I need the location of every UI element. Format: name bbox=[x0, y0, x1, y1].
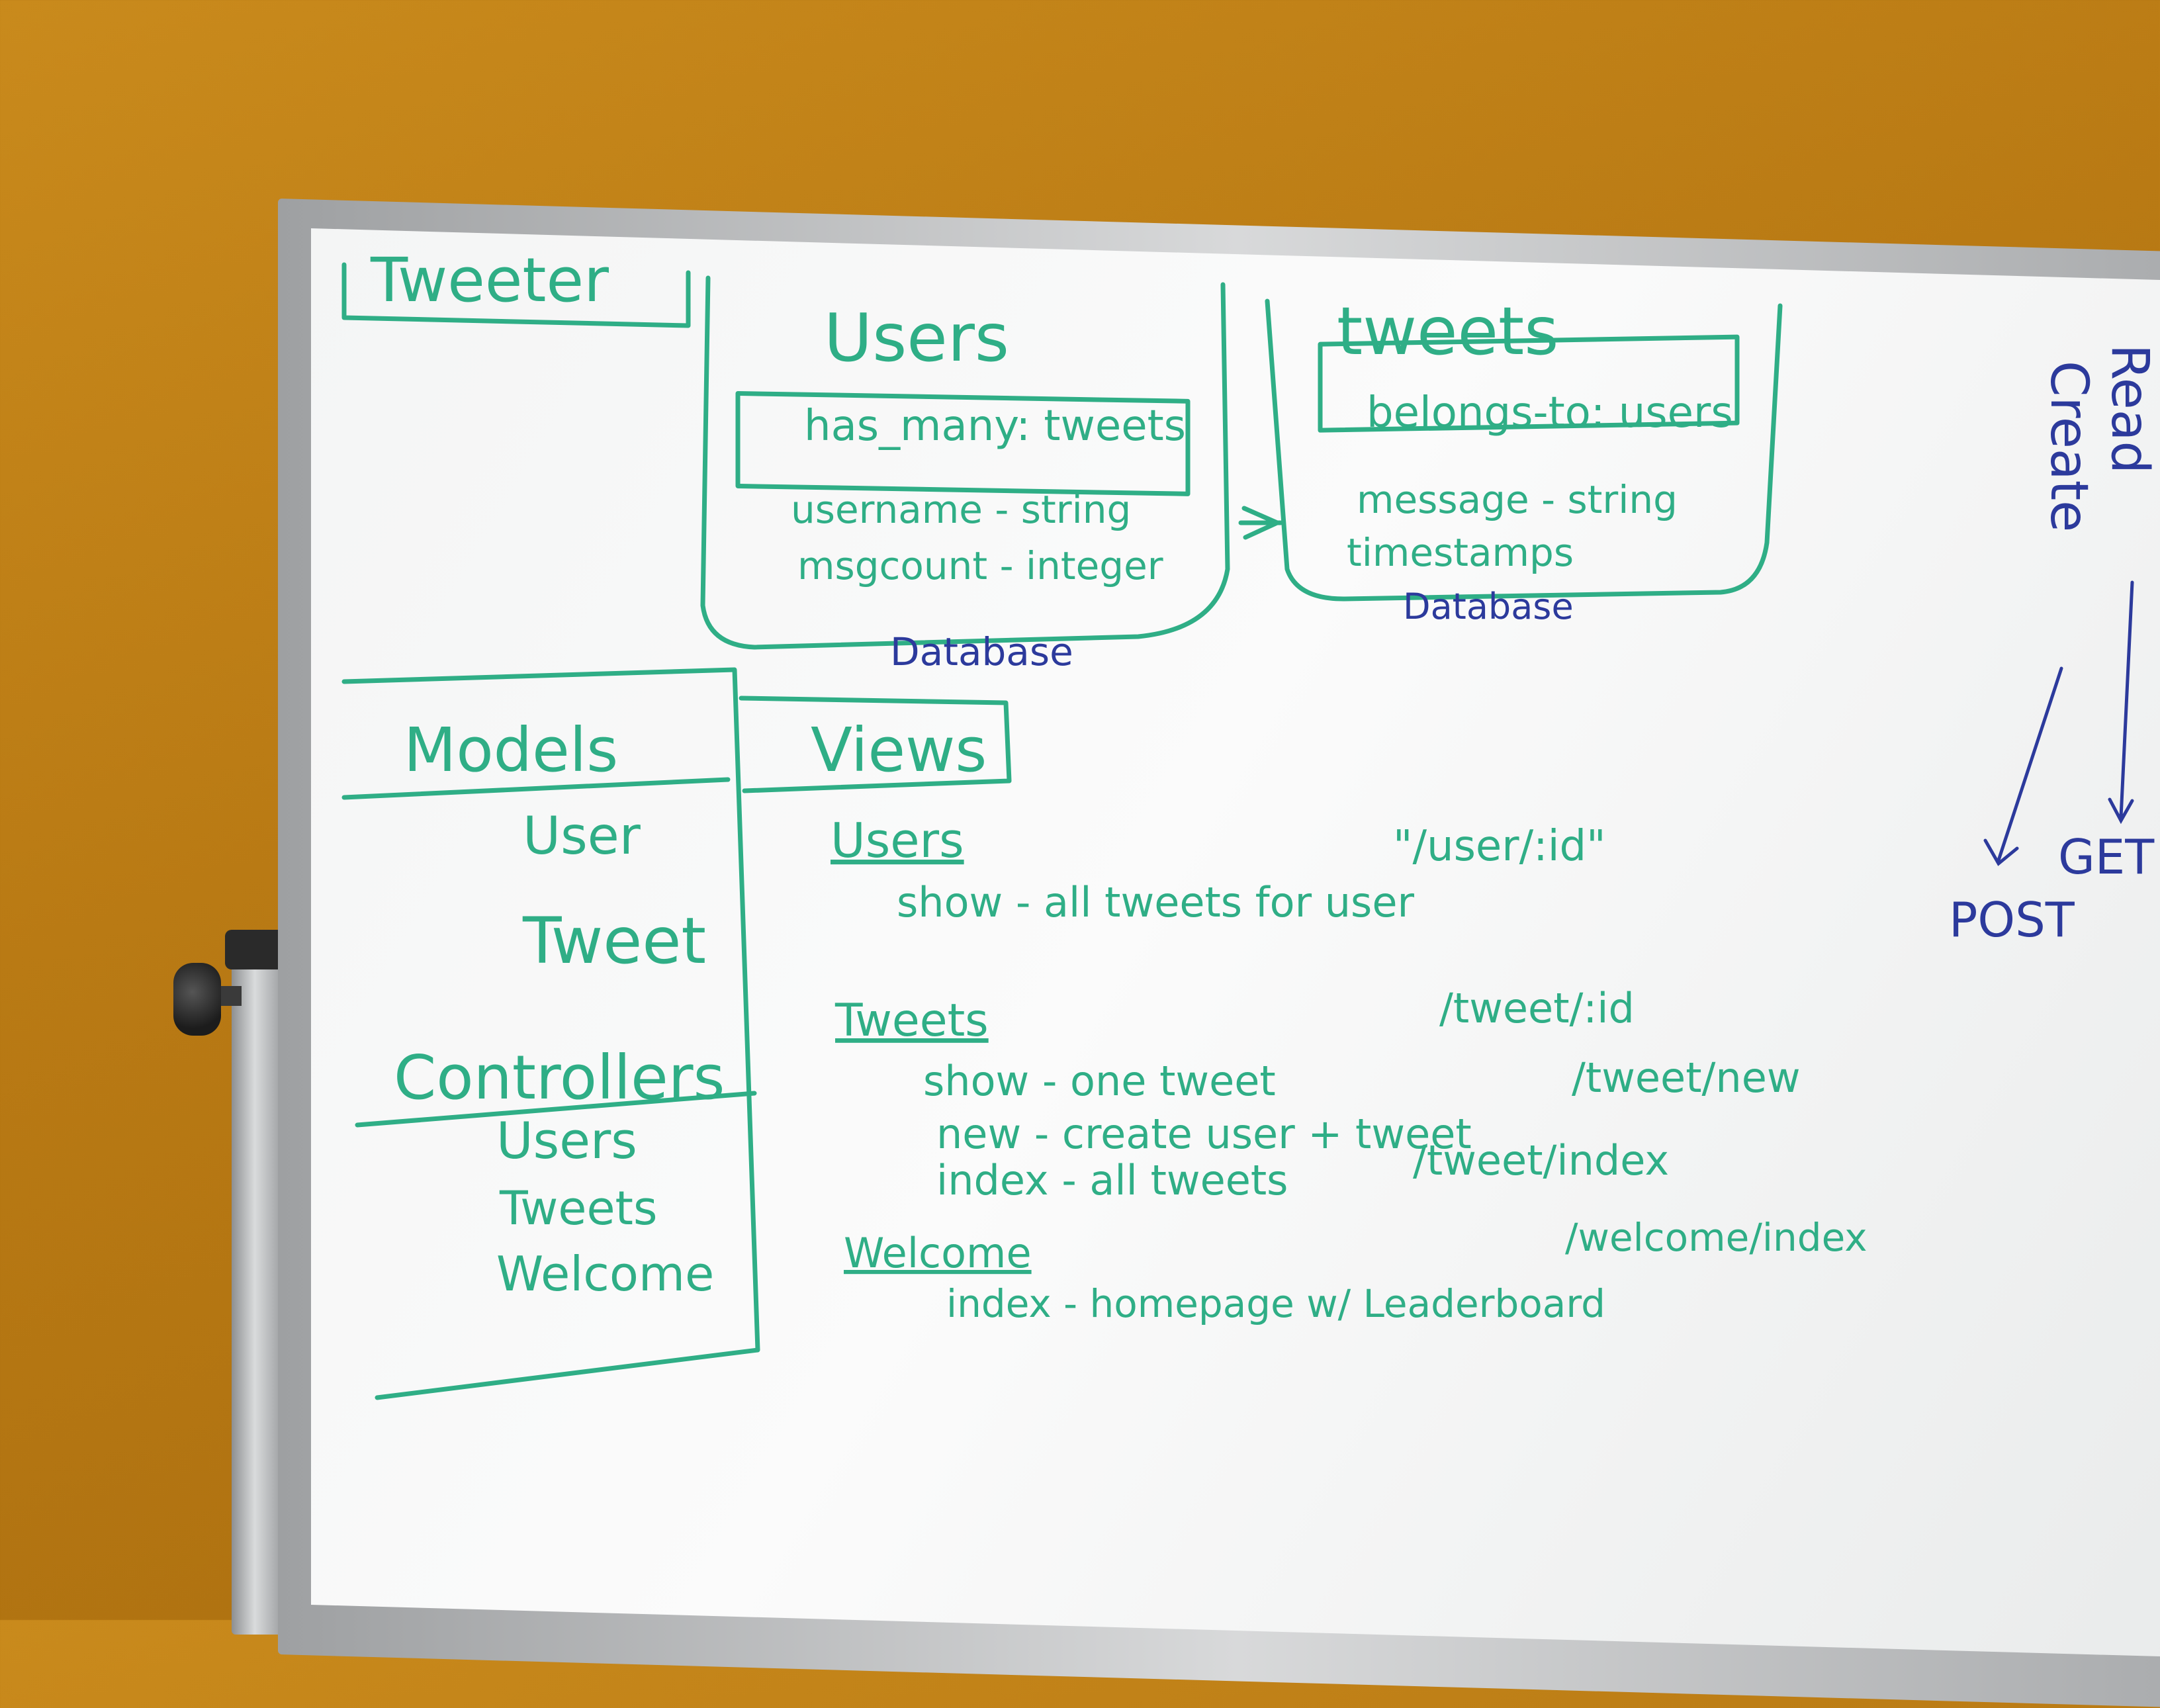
views-group-welcome: Welcome bbox=[844, 1229, 1032, 1277]
route-tweet-index: /tweet/index bbox=[1413, 1136, 1669, 1185]
tweets-table: tweets belongs-to: users message - strin… bbox=[1265, 292, 1783, 627]
route-welcome-index: /welcome/index bbox=[1565, 1215, 1868, 1260]
tweets-field-timestamps: timestamps bbox=[1347, 530, 1574, 575]
mvc-left-border bbox=[341, 667, 760, 1400]
views-group-users: Users bbox=[831, 813, 964, 868]
views-welcome-index: index - homepage w/ Leaderboard bbox=[946, 1281, 1605, 1326]
app-title: Tweeter bbox=[370, 245, 609, 316]
route-tweet-id: /tweet/:id bbox=[1439, 984, 1635, 1032]
controller-users: Users bbox=[496, 1111, 637, 1170]
route-user-id: "/user/:id" bbox=[1393, 822, 1606, 871]
models-controllers-block: Models User Tweet Controllers Users Twee… bbox=[341, 667, 760, 1400]
users-field-username: username - string bbox=[791, 487, 1131, 532]
whiteboard-drawing: Tweeter Users has_many: tweets username … bbox=[341, 245, 2159, 1400]
tweets-field-message: message - string bbox=[1357, 477, 1678, 522]
controllers-underline bbox=[355, 1091, 757, 1128]
tweets-association-box bbox=[1318, 334, 1740, 433]
controller-welcome: Welcome bbox=[496, 1246, 714, 1302]
model-tweet: Tweet bbox=[522, 904, 706, 978]
views-heading: Views bbox=[811, 715, 987, 786]
crud-get: GET bbox=[2058, 829, 2155, 885]
crud-annotation: Create Read POST GET bbox=[1949, 344, 2159, 948]
tweets-association: belongs-to: users bbox=[1367, 388, 1733, 437]
users-table-border bbox=[700, 275, 1230, 650]
title-box bbox=[341, 262, 691, 328]
read-to-get-arrow bbox=[2108, 580, 2134, 825]
users-table: Users has_many: tweets username - string… bbox=[700, 275, 1230, 674]
users-association-box bbox=[735, 390, 1191, 496]
users-association: has_many: tweets bbox=[804, 402, 1186, 451]
crud-post: POST bbox=[1949, 892, 2075, 948]
create-to-post-arrow bbox=[1983, 666, 2063, 866]
users-field-msgcount: msgcount - integer bbox=[797, 543, 1163, 588]
views-tweets-index: index - all tweets bbox=[936, 1156, 1288, 1204]
controllers-heading: Controllers bbox=[394, 1042, 725, 1113]
crud-create-vertical: Create bbox=[2039, 361, 2098, 532]
model-user: User bbox=[523, 807, 641, 866]
views-block: Views Users show - all tweets for user "… bbox=[739, 696, 1868, 1326]
adjustment-knob bbox=[173, 963, 221, 1036]
tweets-table-border bbox=[1265, 298, 1783, 602]
crud-read-vertical: Read bbox=[2100, 344, 2159, 474]
models-underline bbox=[341, 777, 731, 800]
views-box bbox=[739, 696, 1012, 793]
users-database-label: Database bbox=[890, 629, 1073, 674]
views-tweets-show: show - one tweet bbox=[923, 1057, 1276, 1105]
route-tweet-new: /tweet/new bbox=[1572, 1054, 1801, 1102]
views-group-tweets: Tweets bbox=[834, 995, 989, 1047]
tweets-table-title: tweets bbox=[1337, 292, 1558, 370]
models-heading: Models bbox=[404, 715, 618, 786]
tweets-database-label: Database bbox=[1403, 586, 1574, 627]
title-block: Tweeter bbox=[341, 245, 691, 328]
controller-tweets: Tweets bbox=[499, 1181, 657, 1236]
users-table-title: Users bbox=[824, 299, 1009, 377]
relationship-connector bbox=[1238, 506, 1283, 540]
views-users-show: show - all tweets for user bbox=[897, 878, 1415, 926]
views-tweets-new: new - create user + tweet bbox=[936, 1110, 1472, 1158]
